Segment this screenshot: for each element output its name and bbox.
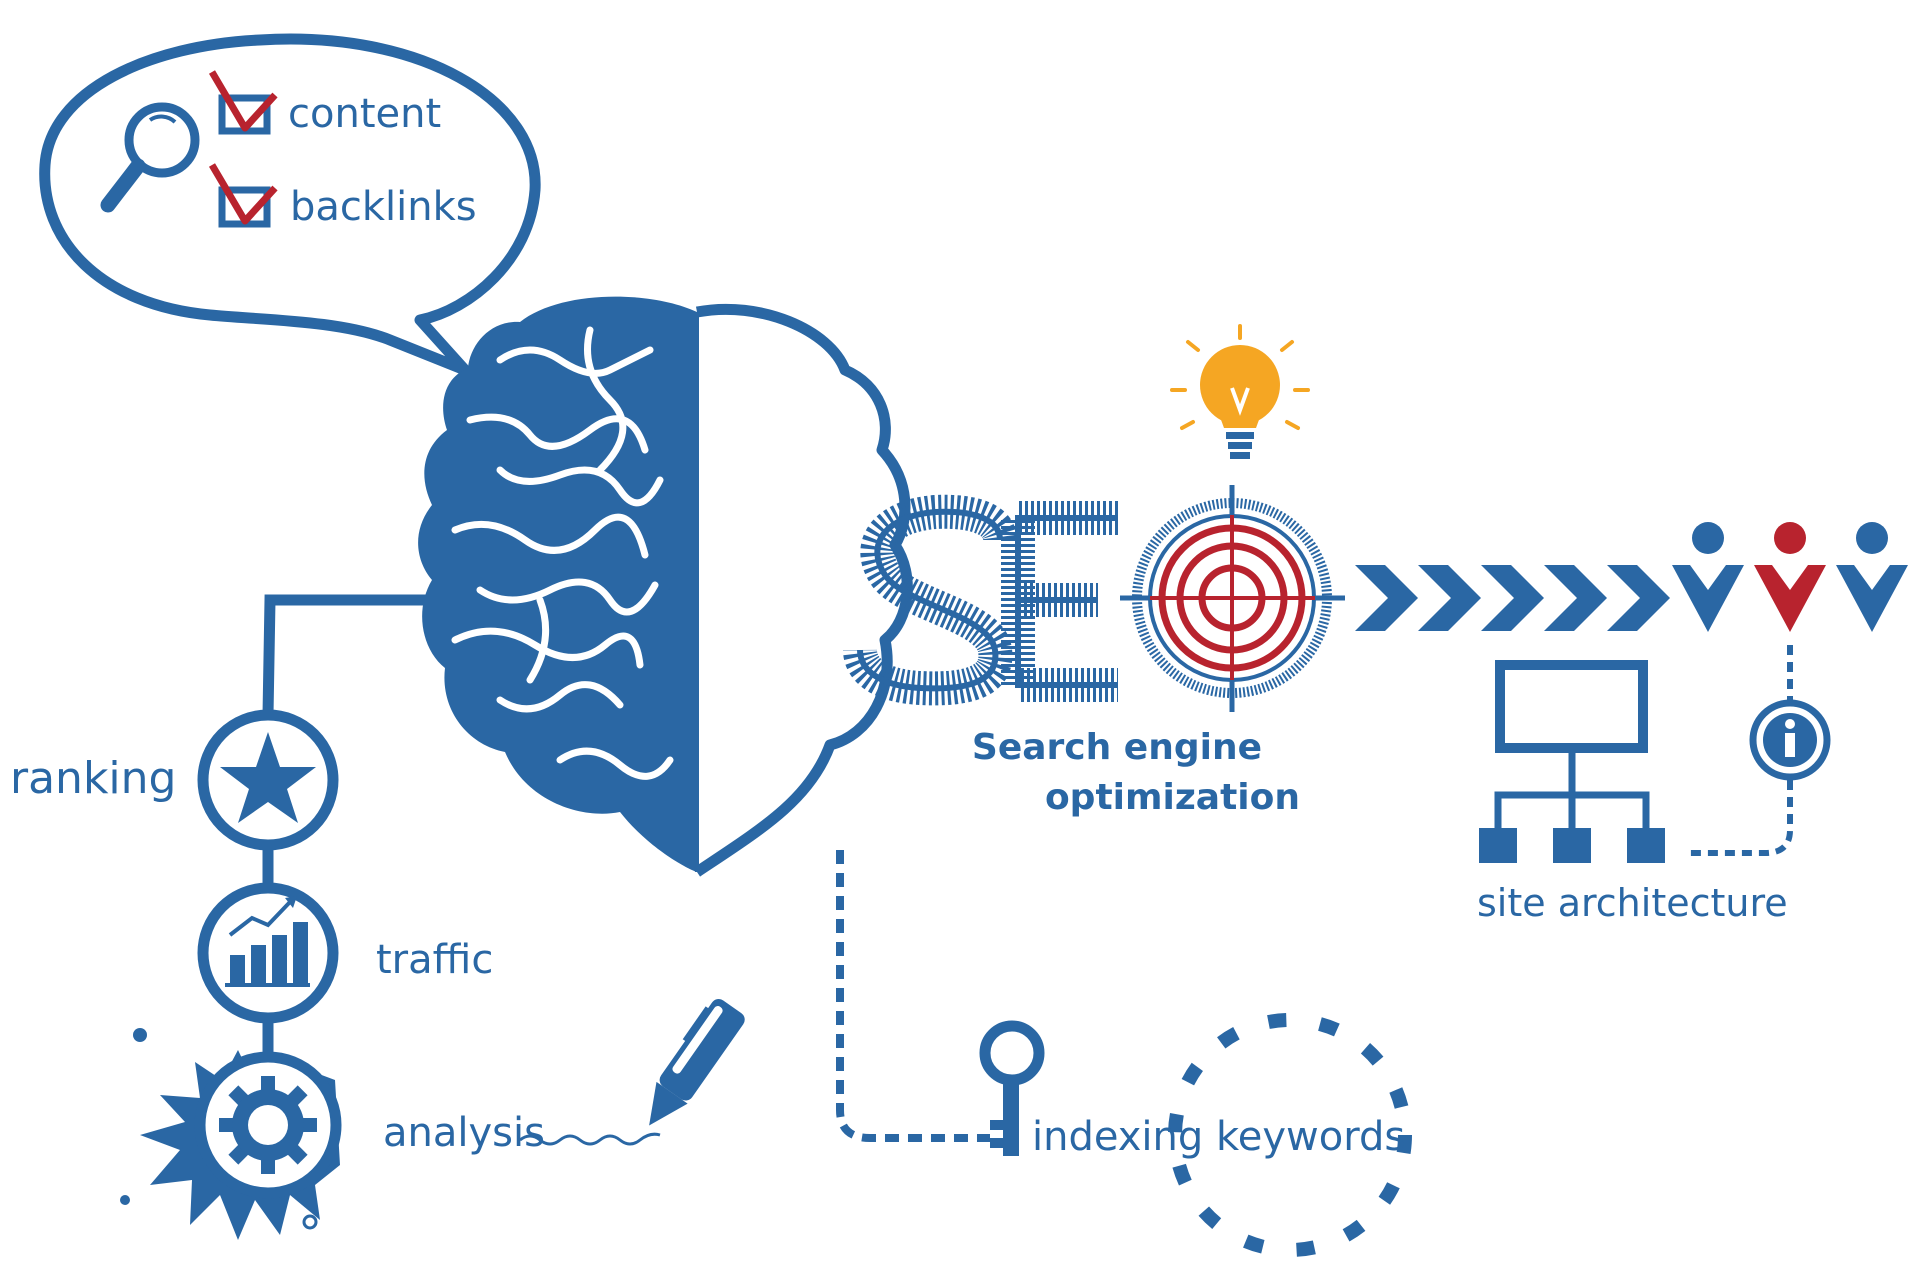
keywords-connector-line	[836, 850, 990, 1142]
users-icon	[1672, 522, 1908, 632]
indexing-keywords-label: indexing keywords	[1032, 1114, 1406, 1160]
bubble-item-content: content	[288, 91, 442, 137]
dashed-keyword-ring	[1168, 1013, 1412, 1257]
site-architecture-label: site architecture	[1477, 881, 1788, 925]
gear-icon	[194, 1051, 342, 1199]
pen-icon	[649, 998, 745, 1126]
chevron-arrows-icon	[1355, 565, 1670, 631]
checked-box-icon	[208, 163, 278, 228]
signature-squiggle	[519, 1132, 661, 1146]
sitemap-icon	[1479, 660, 1665, 863]
brain-icon	[418, 296, 913, 877]
magnifier-icon	[100, 102, 200, 213]
analysis-label: analysis	[383, 1110, 545, 1156]
info-icon	[1749, 699, 1831, 781]
lightbulb-icon	[1170, 324, 1310, 459]
info-connector-line	[1690, 645, 1793, 856]
seo-letters	[843, 494, 1118, 706]
checked-box-icon	[208, 70, 278, 135]
traffic-label: traffic	[376, 937, 494, 983]
ranking-label: ranking	[10, 753, 177, 804]
key-icon	[979, 1020, 1045, 1156]
bar-chart-icon	[197, 882, 339, 1024]
target-icon	[1120, 485, 1345, 712]
bubble-item-backlinks: backlinks	[290, 184, 477, 230]
brain-connector-line	[262, 594, 430, 716]
star-icon	[197, 709, 339, 851]
seo-subtitle-line2: optimization	[1044, 777, 1300, 818]
seo-subtitle-line1: Search engine	[971, 727, 1262, 768]
